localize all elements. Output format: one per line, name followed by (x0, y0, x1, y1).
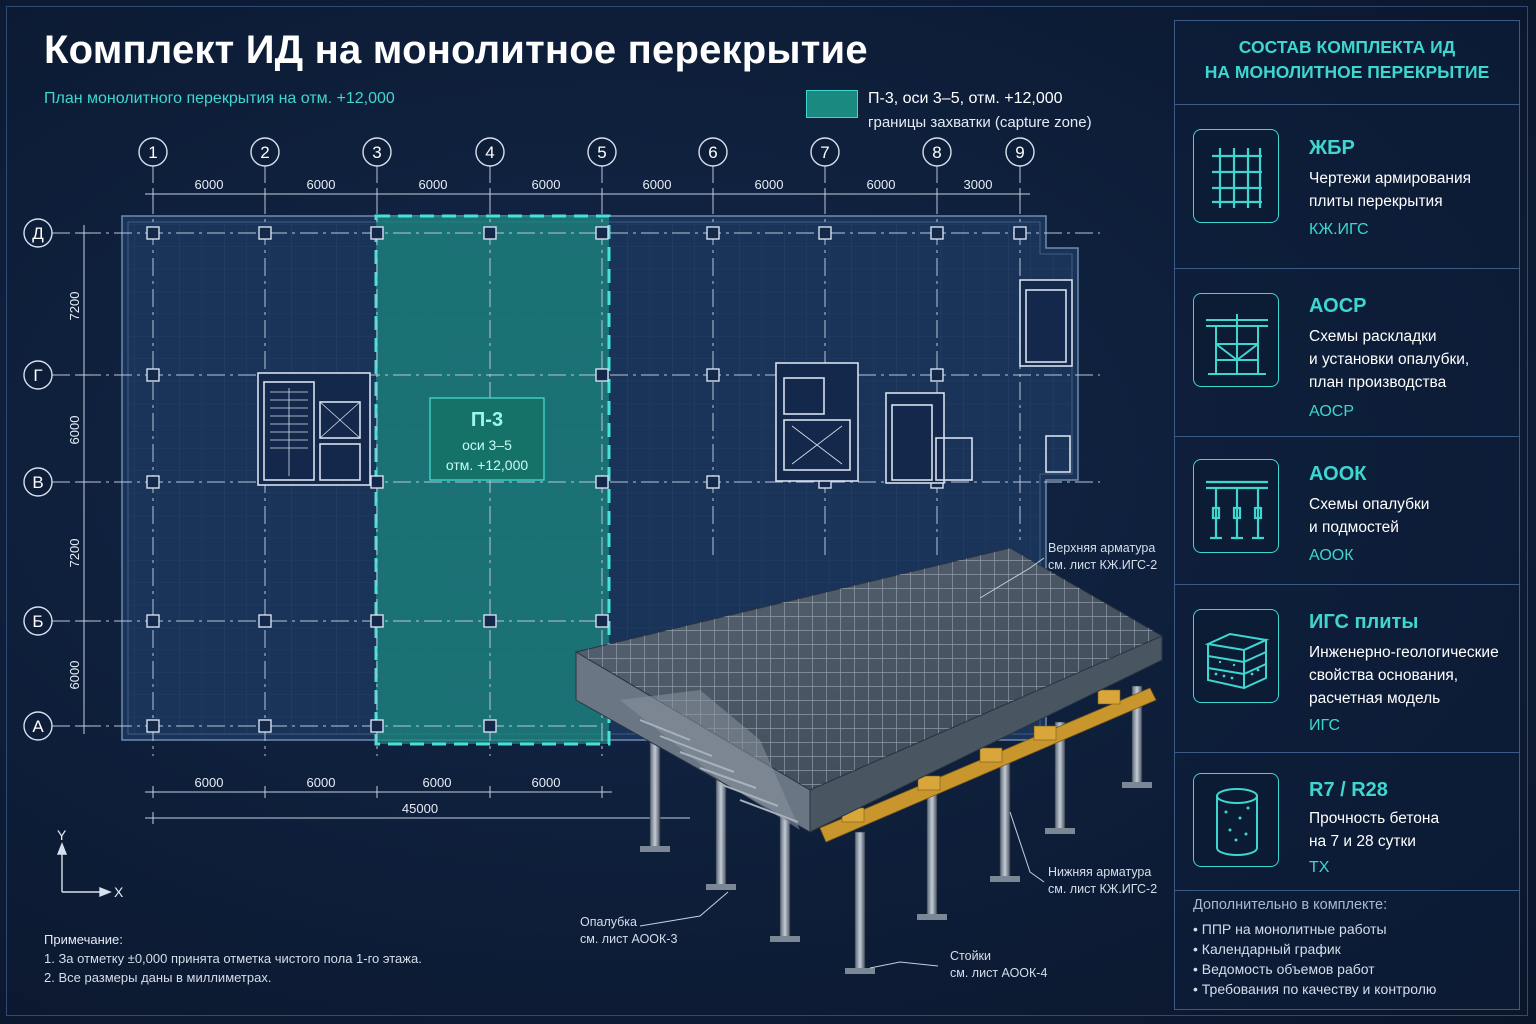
axis-marker-D: Д (32, 224, 44, 243)
zone-label-level: отм. +12,000 (446, 457, 529, 473)
soil-layers-icon (1193, 609, 1279, 703)
core-right (775, 279, 1073, 484)
plan-subtitle: План монолитного перекрытия на отм. +12,… (44, 90, 395, 107)
rebar-grid-icon (1193, 129, 1279, 223)
kit-card-title: АООК (1309, 463, 1367, 485)
axis-marker-9: 9 (1015, 143, 1024, 162)
axis-marker-2: 2 (260, 143, 269, 162)
axis-markers-y: Д Г В Б А (23, 218, 53, 741)
formwork-scaffold-icon (1193, 293, 1279, 387)
rebar-stubs (639, 719, 799, 823)
dim-bottom-4: 6000 (532, 775, 561, 790)
dim-left-1: 7200 (67, 292, 82, 321)
note-item-1: 1. За отметку ±0,000 принята отметка чис… (44, 951, 422, 966)
panel-title: СОСТАВ КОМПЛЕКТА ИД НА МОНОЛИТНОЕ ПЕРЕКР… (1175, 21, 1519, 105)
axis-marker-7: 7 (820, 143, 829, 162)
columns (146, 226, 1027, 733)
prop-baseplates (640, 782, 1152, 974)
kit-card-code: АОСР (1309, 403, 1354, 420)
dimension-chain-top (145, 188, 1030, 200)
coordinate-axes-icon (56, 842, 112, 898)
dim-top-3: 6000 (419, 177, 448, 192)
dimension-chain-left (78, 225, 90, 734)
dim-top-8: 3000 (964, 177, 993, 192)
axis-marker-4: 4 (485, 143, 494, 162)
capture-zone-swatch (806, 90, 858, 118)
extras-title: Дополнительно в комплекте: (1193, 897, 1388, 913)
slab-3d-illustration (574, 547, 1164, 974)
kit-card-code: АООК (1309, 547, 1354, 564)
page-title: Комплект ИД на монолитное перекрытие (44, 28, 868, 72)
axis-marker-6: 6 (708, 143, 717, 162)
extras-item: • Ведомость объемов работ (1193, 961, 1375, 977)
axis-marker-V: В (32, 473, 43, 492)
dimension-chain-bottom (145, 786, 690, 824)
props-icon (1193, 459, 1279, 553)
axis-marker-5: 5 (597, 143, 606, 162)
extras-item: • Календарный график (1193, 941, 1341, 957)
dim-bottom-3: 6000 (423, 775, 452, 790)
extras-item: • ППР на монолитные работы (1193, 921, 1387, 937)
zone-label-box (429, 397, 545, 481)
dim-top-6: 6000 (755, 177, 784, 192)
note-item-2: 2. Все размеры даны в миллиметрах. (44, 970, 272, 985)
concrete-cylinder-icon (1193, 773, 1279, 867)
zone-label-title: П-3 (471, 409, 503, 431)
dim-top-1: 6000 (195, 177, 224, 192)
notes-title: Примечание: (44, 932, 123, 947)
legend-zone-label: П-3, оси 3–5, отм. +12,000 (868, 90, 1063, 107)
axis-marker-B: Б (32, 612, 43, 631)
kit-card-code: КЖ.ИГС (1309, 221, 1369, 238)
dim-left-2: 6000 (67, 416, 82, 445)
kit-card-code: ИГС (1309, 717, 1340, 734)
zone-label-axes: оси 3–5 (462, 437, 512, 453)
axis-marker-A: А (32, 717, 44, 736)
dim-bottom-2: 6000 (307, 775, 336, 790)
coord-x-label: X (114, 884, 124, 900)
axis-marker-8: 8 (932, 143, 941, 162)
dim-top-5: 6000 (643, 177, 672, 192)
axis-marker-1: 1 (148, 143, 157, 162)
extras-item: • Требования по качеству и контролю (1193, 981, 1437, 997)
dim-top-7: 6000 (867, 177, 896, 192)
legend-zone-caption: границы захватки (capture zone) (868, 114, 1092, 131)
axis-marker-G: Г (33, 366, 42, 385)
coord-y-label: Y (57, 827, 67, 843)
dim-left-4: 6000 (67, 661, 82, 690)
kit-card-code: ТХ (1309, 859, 1330, 876)
axis-marker-3: 3 (372, 143, 381, 162)
kit-card-title: АОСР (1309, 295, 1367, 317)
axis-markers-x: 1 2 3 4 5 6 7 8 9 (138, 137, 1035, 167)
dim-top-2: 6000 (307, 177, 336, 192)
kit-card-title: ЖБР (1309, 137, 1355, 159)
kit-card-title: R7 / R28 (1309, 779, 1388, 801)
callout-leaders (639, 557, 1045, 969)
kit-card-title: ИГС плиты (1309, 611, 1419, 633)
id-kit-panel: СОСТАВ КОМПЛЕКТА ИД НА МОНОЛИТНОЕ ПЕРЕКР… (1174, 20, 1520, 1010)
dim-total: 45000 (402, 801, 438, 816)
dim-top-4: 6000 (532, 177, 561, 192)
stair-core-left (257, 372, 371, 486)
dim-bottom-1: 6000 (195, 775, 224, 790)
dim-left-3: 7200 (67, 539, 82, 568)
